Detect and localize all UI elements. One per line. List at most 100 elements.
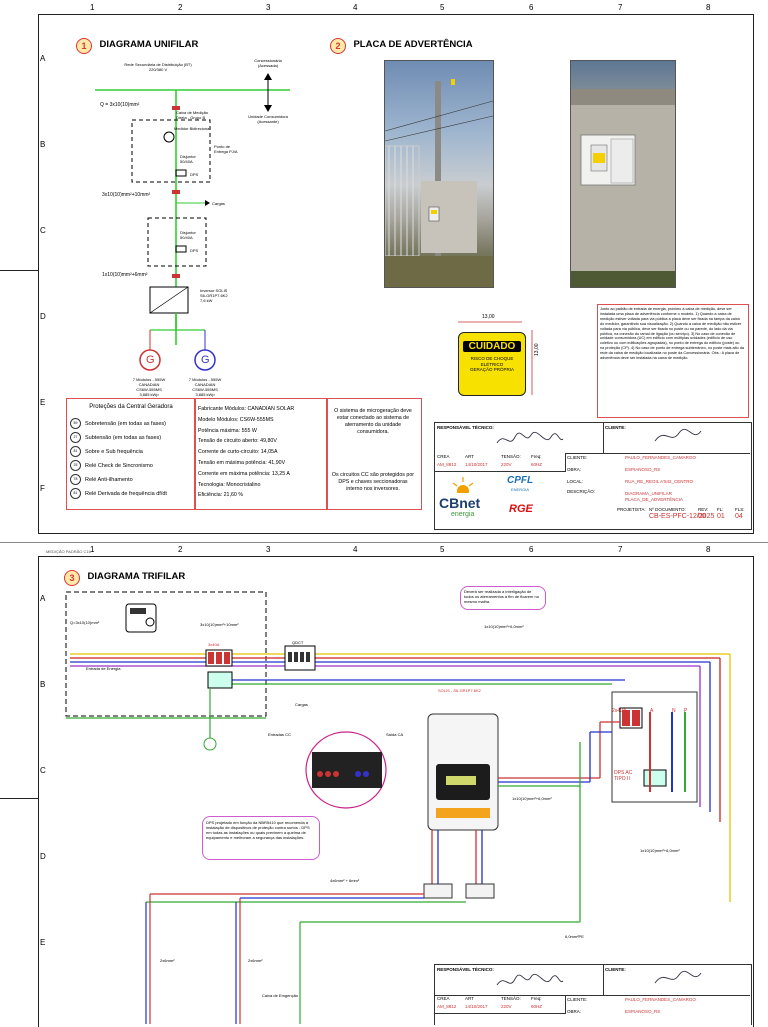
row-label: E — [40, 938, 46, 947]
row-label: B — [40, 680, 46, 689]
crea-label: CREA — [437, 454, 450, 459]
col-label: 3 — [266, 3, 271, 12]
art-label: ART — [465, 454, 474, 459]
signature-icon — [496, 974, 564, 986]
crea-value: AM_8812 — [437, 1004, 457, 1009]
row-label: D — [40, 312, 46, 321]
sheet-value: 01 — [717, 513, 725, 520]
cable-label: 3x10(10)mm²+10mm² — [102, 192, 151, 198]
section-number-badge: 1 — [76, 38, 92, 54]
breaker-label: Disjuntor 50/40A — [180, 230, 196, 240]
designer-label: PROJETISTA: — [617, 507, 646, 512]
frequency-value: 60HZ — [531, 1004, 543, 1009]
description-value: DIAGRAMA_UNIFILAR — [625, 491, 673, 496]
col-label: 2 — [178, 545, 183, 554]
site-label: OBRA: — [567, 1009, 582, 1014]
plate-height-dimension: 13,00 — [534, 343, 540, 356]
spec-line: Modelo Módulos: CS6W-555MS — [198, 416, 274, 423]
warning-plate-text: RISCO DE CHOQUE ELÉTRICO GERAÇÃO PRÓPRIA — [459, 356, 525, 373]
protection-label: Subtensão (em todas as fases) — [85, 434, 162, 441]
spec-line: Eficiência: 21,60 % — [198, 492, 244, 499]
protection-label: Sobretensão (em todas as fases) — [85, 420, 167, 427]
meter-photo-illustration — [571, 89, 675, 287]
site-photo-pole — [384, 60, 494, 288]
cable-label: 4x6mm² + 6mm² — [330, 878, 360, 883]
plate-notes-box — [597, 304, 749, 418]
client-field-label: CLIENTE: — [567, 455, 588, 460]
crea-value: AM_8812 — [437, 462, 457, 467]
sheet-2: MEDIÇÃO PADRÃO C16 1 2 3 4 5 6 7 8 A B C… — [0, 542, 768, 1027]
grounding-note: O sistema de microgeração deve estar con… — [334, 408, 412, 435]
description-label: DESCRIÇÃO: — [567, 489, 596, 494]
inverter-model-label: SOLIS - S6-GR1P7.6K2 — [438, 688, 481, 693]
cable-label: 1x10(10)mm²+6mm² — [102, 272, 148, 278]
section-2-header: 2 PLACA DE ADVERTÊNCIA — [330, 36, 473, 54]
section-1-header: 1 DIAGRAMA UNIFILAR — [76, 36, 198, 54]
cable-label: 6,0mm²PE — [565, 934, 584, 939]
site-photo-meter — [570, 60, 676, 288]
relay-code-icon: 25 — [70, 460, 81, 471]
single-line-diagram — [95, 73, 533, 395]
dps-label: DPS — [190, 172, 199, 177]
client-value: PAULO_FERNANDES_CAMARGO — [625, 997, 696, 1002]
project-info: CLIENTE: PAULO_FERNANDES_CAMARGO OBRA: E… — [565, 995, 750, 1025]
client-value: PAULO_FERNANDES_CAMARGO — [625, 455, 696, 460]
fold-mark — [0, 270, 38, 271]
inverter-label: Inversor SOLIS S6-GR1P7.6K2 7,6 kW — [200, 288, 228, 303]
warning-plate: CUIDADO RISCO DE CHOQUE ELÉTRICO GERAÇÃO… — [458, 332, 526, 396]
breaker-label: Disjuntor 50/40A — [180, 154, 196, 164]
col-label: 8 — [706, 3, 711, 12]
breaker-label: 3x40A — [208, 642, 220, 647]
cable-label: Q=3x10(10)mm² — [70, 620, 100, 625]
dc-inputs-label: Entradas CC — [268, 732, 291, 737]
plate-width-dimension: 13,00 — [482, 314, 495, 320]
module-specs: Fabricante Módulos: CANADIAN SOLAR Model… — [198, 404, 294, 501]
fold-mark — [0, 798, 38, 799]
spec-line: Potência máxima: 555 W — [198, 427, 257, 434]
col-label: 5 — [440, 3, 445, 12]
art-value: 14/10/2017 — [465, 462, 488, 467]
flow-top-label: Concessionária (Acessada) — [254, 58, 282, 68]
protections-box: Proteções da Central Geradora — [66, 398, 196, 510]
voltage-label: TENSÃO: — [501, 454, 521, 459]
client-field-label: CLIENTE: — [567, 997, 588, 1002]
row-label: D — [40, 852, 46, 861]
string-label: 7 Módulos - 555W CANADIAN CS6W-555MS 3,8… — [132, 377, 166, 397]
three-line-diagram — [65, 591, 731, 1024]
voltage-value: 220V — [501, 462, 512, 467]
cable-label: 1x10(10)mm²+6,0mm² — [640, 848, 680, 853]
resp-cell: RESPONSÁVEL TÉCNICO: — [435, 423, 604, 454]
col-label: 5 — [440, 545, 445, 554]
row-label: A — [40, 594, 46, 603]
junction-box-label: Caixa de Emgenção — [262, 993, 299, 998]
row-label: C — [40, 226, 46, 235]
crea-row: CREA AM_8812 ART 14/10/2017 TENSÃO: 220V… — [435, 995, 566, 1014]
section-title: DIAGRAMA TRIFILAR — [87, 571, 186, 582]
sheet-1: 1 2 3 4 5 6 7 8 A B C D E F 1 DIAGRAMA U… — [0, 3, 754, 534]
resp-label: RESPONSÁVEL TÉCNICO: — [437, 967, 494, 972]
frequency-label: Freq: — [531, 454, 542, 459]
column-ruler: 1 2 3 4 5 6 7 8 — [38, 545, 754, 555]
generator-symbol: G — [146, 354, 155, 366]
rev-value: 00 — [698, 513, 706, 520]
string-label: 7 Módulos - 555W CANADIAN CS6W-555MS 3,8… — [188, 377, 222, 397]
plate-line: RISCO DE CHOQUE — [470, 356, 514, 361]
section-title: PLACA DE ADVERTÊNCIA — [353, 39, 473, 50]
col-label: 2 — [178, 3, 183, 12]
client-label: CLIENTE: — [605, 967, 626, 972]
section-number-badge: 3 — [64, 570, 80, 586]
grounding-note: Deverá ser realizada a interligação de t… — [464, 589, 539, 604]
cable-label: 3x10(10)mm²+10mm² — [200, 622, 239, 627]
voltage-value: 220V — [501, 1004, 512, 1009]
sheets-total-value: 04 — [735, 513, 743, 520]
client-cell: CLIENTE: — [603, 423, 750, 454]
entrance-label: Entrada de Energia — [86, 666, 121, 671]
cable-label: 1x10(10)mm²+6,0mm² — [512, 796, 552, 801]
site-label: OBRA: — [567, 467, 582, 472]
sheets-total-label: FLS: — [735, 507, 745, 512]
row-label: A — [40, 54, 46, 63]
phase-label: P — [684, 708, 688, 714]
drawing-frame — [38, 14, 754, 534]
meter-box-label: Caixa de Medição Direta - Grupo B — [176, 110, 209, 120]
